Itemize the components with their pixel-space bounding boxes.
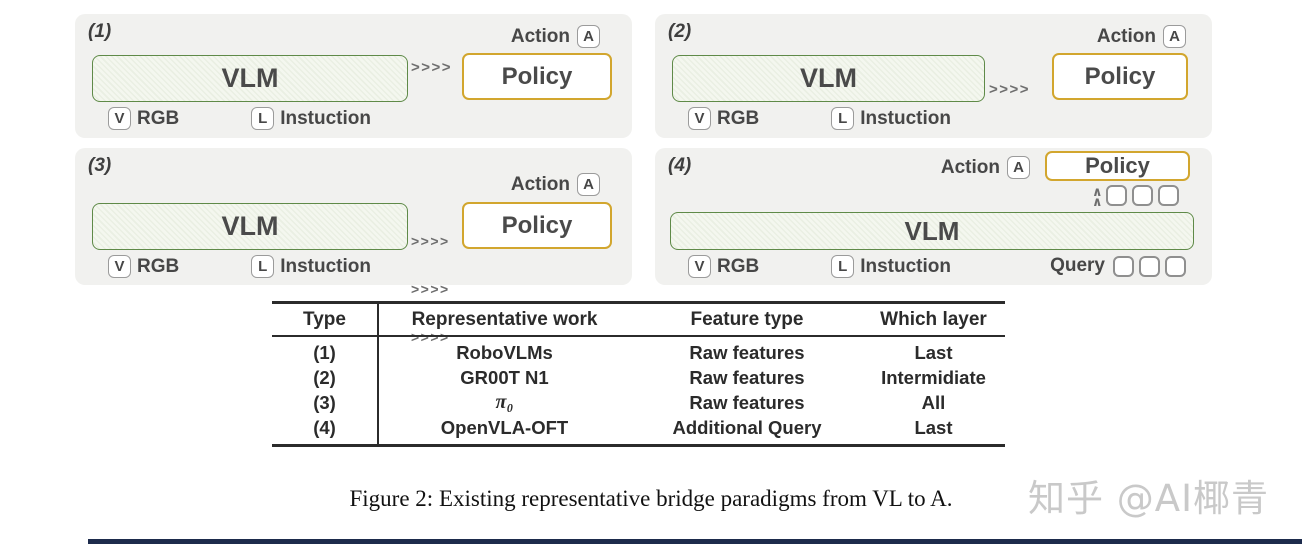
token-box xyxy=(1113,255,1134,277)
action-output: Action A xyxy=(1097,25,1186,48)
table-cell: Raw features xyxy=(689,341,805,363)
policy-box: Policy xyxy=(462,202,612,249)
input-row: V RGB L Instuction xyxy=(688,255,951,278)
action-output: Action A xyxy=(941,156,1030,179)
instruction-label: Instuction xyxy=(860,107,952,129)
feature-arrows: >>>> xyxy=(989,81,1031,98)
panel-1: (1) Action A VLM >>>> Policy V RGB L Ins… xyxy=(75,14,632,138)
action-token: A xyxy=(1163,25,1186,48)
action-label: Action xyxy=(510,173,570,195)
language-token: L xyxy=(251,255,275,278)
caret-icon: ∧ xyxy=(1092,194,1103,209)
arrow-row: >>>> xyxy=(411,281,450,297)
table-header-cell: Type xyxy=(303,308,346,330)
feature-arrows: >>>> >>>> >>>> xyxy=(411,201,450,377)
input-row: V RGB L Instuction xyxy=(108,107,371,130)
paradigm-table: Type Representative work Feature type Wh… xyxy=(272,301,1005,447)
vision-token: V xyxy=(688,107,711,130)
action-output: Action A xyxy=(511,173,600,196)
table-row: (2) GR00T N1 Raw features Intermidiate xyxy=(272,365,1005,390)
token-box xyxy=(1158,185,1179,206)
language-token: L xyxy=(831,107,855,130)
instruction-label: Instuction xyxy=(860,255,952,277)
vlm-box: VLM xyxy=(92,55,408,102)
caret-icon: ∧ xyxy=(1092,184,1103,199)
action-token: A xyxy=(577,173,600,196)
language-token: L xyxy=(251,107,275,130)
table-row: (4) OpenVLA-OFT Additional Query Last xyxy=(272,415,1005,440)
token-box xyxy=(1106,185,1127,206)
table-row: (3) π₀ Raw features All xyxy=(272,390,1005,415)
input-row: V RGB L Instuction xyxy=(688,107,951,130)
arrow-row: >>>> xyxy=(411,329,450,345)
table-header-cell: Representative work xyxy=(411,308,598,330)
panel-label: (2) xyxy=(668,21,692,42)
up-arrows: ∧ ∧ xyxy=(1092,184,1103,209)
table-cell: OpenVLA-OFT xyxy=(440,416,569,438)
table-cell: (2) xyxy=(313,366,336,388)
token-box xyxy=(1132,185,1153,206)
table-cell: Raw features xyxy=(689,391,805,413)
policy-box: Policy xyxy=(462,53,612,100)
table-column-divider xyxy=(377,304,379,444)
feature-arrows: >>>> xyxy=(411,59,453,76)
vlm-box: VLM xyxy=(672,55,985,102)
table-cell: Raw features xyxy=(689,366,805,388)
action-token: A xyxy=(1007,156,1030,179)
table-cell: All xyxy=(921,391,946,413)
input-row: V RGB L Instuction xyxy=(108,255,371,278)
table-cell: Intermidiate xyxy=(881,366,986,388)
action-label: Action xyxy=(1096,25,1156,47)
watermark: 知乎 @AI椰青 xyxy=(1028,477,1269,520)
vision-token: V xyxy=(108,255,131,278)
table-cell: GR00T N1 xyxy=(460,366,549,388)
bottom-bar xyxy=(88,539,1302,544)
table-cell: RoboVLMs xyxy=(456,341,553,363)
table-cell: (3) xyxy=(313,391,336,413)
query-input-row: Query xyxy=(1050,255,1186,277)
table-row: (1) RoboVLMs Raw features Last xyxy=(272,340,1005,365)
panel-label: (3) xyxy=(88,155,112,176)
arrow-row: >>>> xyxy=(411,233,450,249)
action-token: A xyxy=(577,25,600,48)
table-header-row: Type Representative work Feature type Wh… xyxy=(272,304,1005,337)
language-token: L xyxy=(831,255,855,278)
vlm-box: VLM xyxy=(670,212,1194,250)
query-label: Query xyxy=(1050,255,1105,276)
table-cell: Last xyxy=(914,341,953,363)
policy-box: Policy xyxy=(1052,53,1188,100)
vision-token: V xyxy=(688,255,711,278)
table-cell: (4) xyxy=(313,416,336,438)
table-cell: Last xyxy=(914,416,953,438)
policy-box: Policy xyxy=(1045,151,1190,181)
action-label: Action xyxy=(510,25,570,47)
figure-caption: Figure 2: Existing representative bridge… xyxy=(349,486,953,511)
panel-label: (1) xyxy=(88,21,112,42)
table-header-cell: Feature type xyxy=(690,308,804,330)
table-cell: Additional Query xyxy=(672,416,822,438)
table-body: (1) RoboVLMs Raw features Last (2) GR00T… xyxy=(272,337,1005,444)
table-header-cell: Which layer xyxy=(880,308,987,330)
panel-2: (2) Action A VLM >>>> Policy V RGB L Ins… xyxy=(655,14,1212,138)
rgb-label: RGB xyxy=(717,255,760,277)
rgb-label: RGB xyxy=(137,107,180,129)
action-output: Action A xyxy=(511,25,600,48)
rgb-label: RGB xyxy=(137,255,180,277)
action-label: Action xyxy=(940,156,1000,178)
token-box xyxy=(1139,255,1160,277)
panel-label: (4) xyxy=(668,155,692,176)
query-token-row xyxy=(1106,185,1179,206)
instruction-label: Instuction xyxy=(280,255,372,277)
table-cell: π₀ xyxy=(495,391,514,413)
token-box xyxy=(1165,255,1186,277)
table-cell: (1) xyxy=(313,341,336,363)
panel-3: (3) Action A VLM >>>> >>>> >>>> Policy V… xyxy=(75,148,632,345)
vision-token: V xyxy=(108,107,131,130)
rgb-label: RGB xyxy=(717,107,760,129)
instruction-label: Instuction xyxy=(280,107,372,129)
vlm-box: VLM xyxy=(92,203,408,250)
panel-4: (4) Action A Policy ∧ ∧ VLM V RGB L Inst… xyxy=(655,148,1212,285)
